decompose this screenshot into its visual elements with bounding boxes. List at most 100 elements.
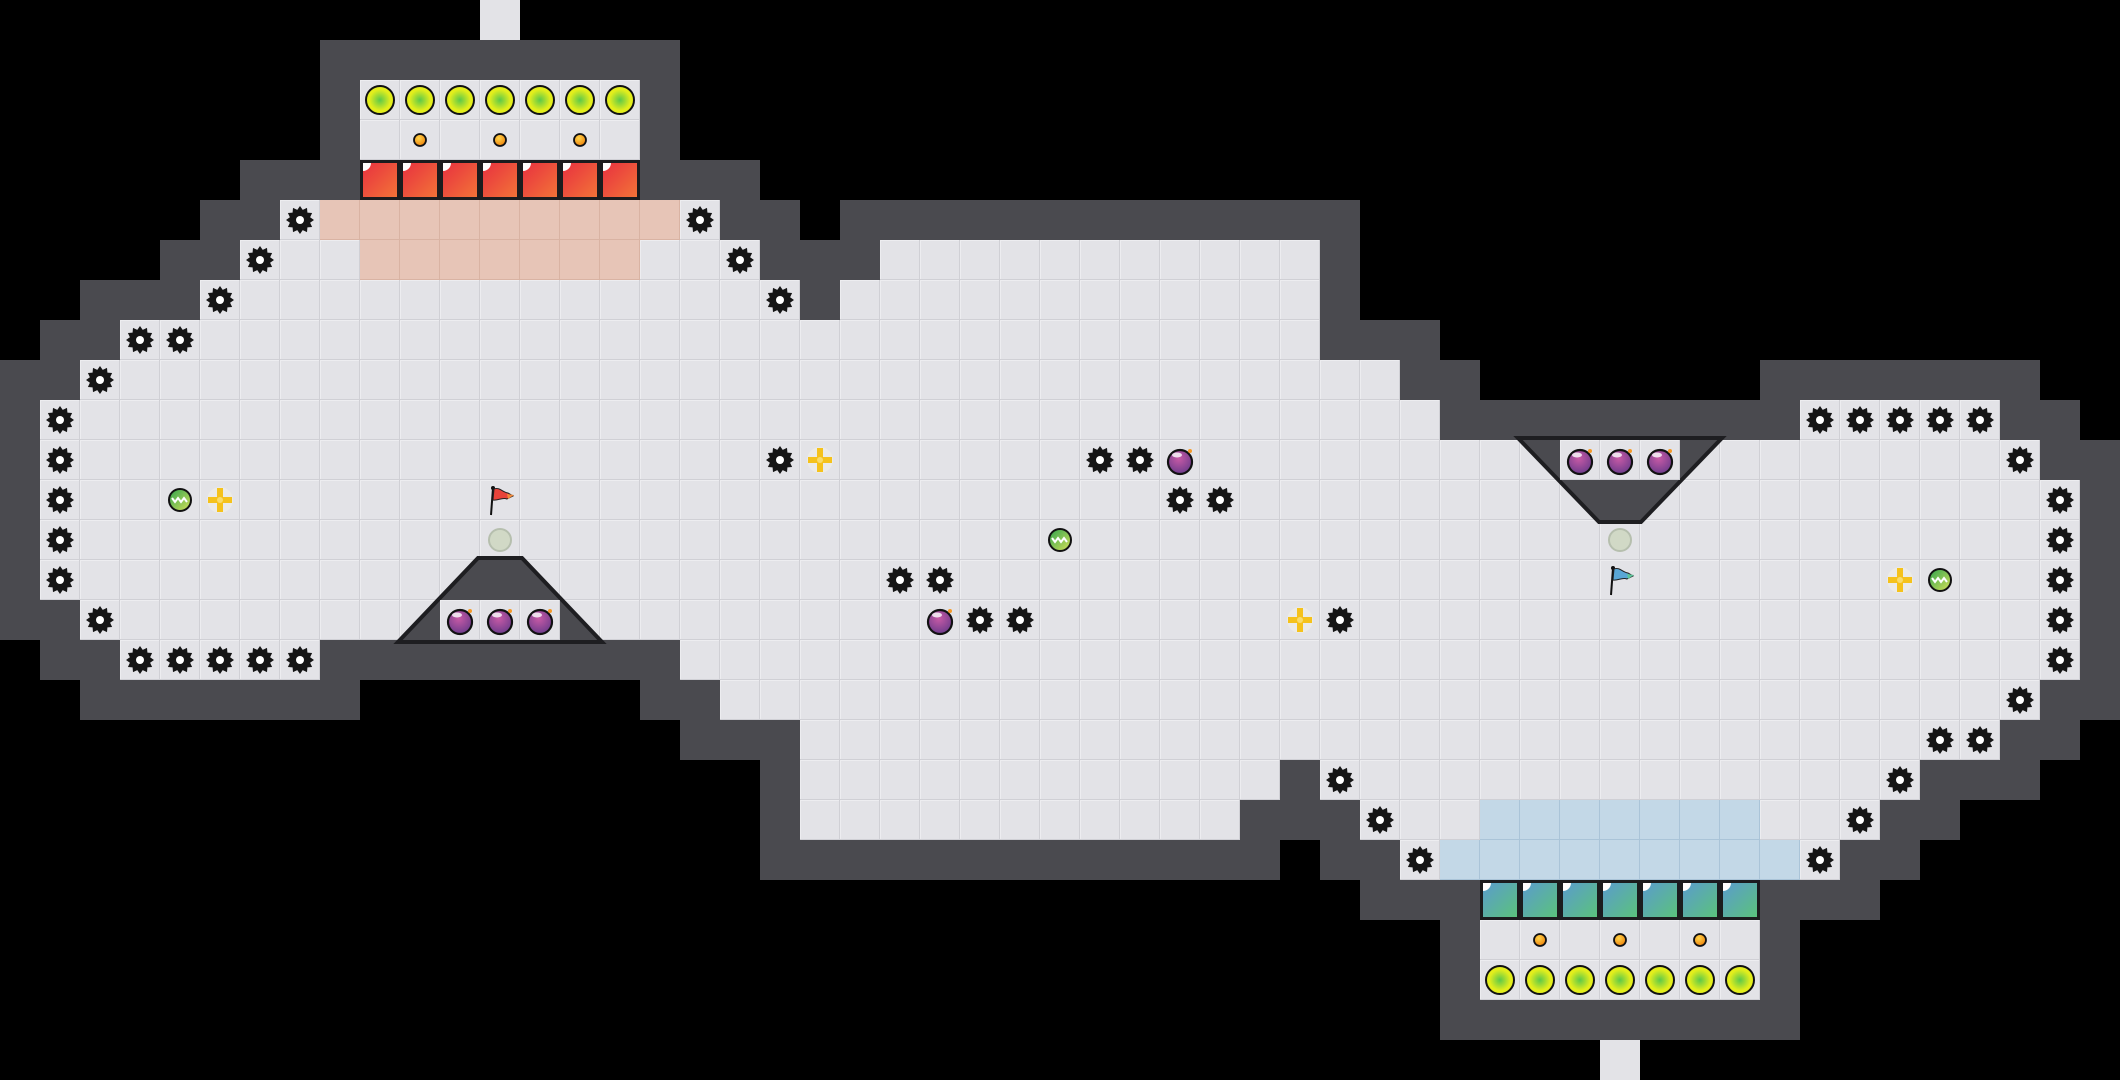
floor-tile (1960, 680, 2000, 720)
floor-tile (1160, 600, 1200, 640)
floor-tile (1960, 560, 2000, 600)
lime-orb (360, 80, 400, 120)
wall-tile (120, 280, 160, 320)
floor-tile (240, 280, 280, 320)
gear-hazard-icon (126, 326, 154, 354)
floor-tile (1600, 480, 1640, 520)
wall-tile (1160, 840, 1200, 880)
wall-tile (1440, 880, 1480, 920)
floor-tile (800, 760, 840, 800)
floor-tile (2000, 520, 2040, 560)
red-block (400, 160, 440, 200)
floor-tile (2000, 600, 2040, 640)
floor-tile (600, 480, 640, 520)
wall-tile (280, 680, 320, 720)
floor-tile (1240, 680, 1280, 720)
wall-tile (840, 240, 880, 280)
red-team-zone-tile (560, 240, 600, 280)
floor-tile (1200, 800, 1240, 840)
floor-tile (400, 320, 440, 360)
gear-hazard-icon (246, 646, 274, 674)
wall-tile (1480, 1000, 1520, 1040)
floor-tile (1720, 440, 1760, 480)
floor-tile (1440, 600, 1480, 640)
gear-hazard-icon (1326, 766, 1354, 794)
floor-tile (240, 320, 280, 360)
blue-team-zone-tile (1680, 800, 1720, 840)
lime-orb (1640, 960, 1680, 1000)
floor-tile (1320, 360, 1360, 400)
gear-hazard (40, 480, 80, 520)
wall-tile (360, 640, 400, 680)
floor-tile (680, 320, 720, 360)
floor-tile (1280, 560, 1320, 600)
gear-hazard (2040, 520, 2080, 560)
wall-tile (1440, 400, 1480, 440)
floor-tile (1720, 640, 1760, 680)
floor-tile (280, 440, 320, 480)
wall-tile (1240, 200, 1280, 240)
floor-tile (560, 440, 600, 480)
floor-tile (1080, 600, 1120, 640)
gear-hazard (40, 440, 80, 480)
floor-tile (760, 320, 800, 360)
floor-tile (680, 440, 720, 480)
gear-hazard-icon (1406, 846, 1434, 874)
floor-tile (1640, 480, 1680, 520)
red-team-zone-tile (560, 200, 600, 240)
wall-tile (2000, 400, 2040, 440)
floor-tile (560, 520, 600, 560)
wall-tile (200, 200, 240, 240)
alcove-bomb (1640, 440, 1680, 480)
floor-tile (1080, 520, 1120, 560)
wall-tile (680, 720, 720, 760)
wall-tile (1200, 840, 1240, 880)
red-flag (480, 480, 520, 520)
floor-tile (1480, 920, 1520, 960)
gear-hazard-icon (766, 286, 794, 314)
floor-tile (1800, 560, 1840, 600)
floor-tile (1400, 760, 1440, 800)
floor-tile (1000, 480, 1040, 520)
wall-tile (720, 720, 760, 760)
wall-tile (840, 840, 880, 880)
wall-tile (200, 680, 240, 720)
floor-tile (1600, 600, 1640, 640)
gear-hazard (1320, 760, 1360, 800)
wall-tile (960, 200, 1000, 240)
alcove-bomb (1560, 440, 1600, 480)
lime-orb-icon (1565, 965, 1595, 995)
floor-tile (800, 400, 840, 440)
blue-flag-icon (1610, 566, 1635, 596)
floor-tile (680, 360, 720, 400)
wall-tile (80, 640, 120, 680)
floor-tile (1200, 240, 1240, 280)
gear-hazard-icon (2046, 486, 2074, 514)
floor-tile (1200, 720, 1240, 760)
floor-tile (280, 560, 320, 600)
floor-tile (1120, 640, 1160, 680)
floor-tile (640, 560, 680, 600)
gear-hazard (2000, 680, 2040, 720)
wall-tile (1720, 1000, 1760, 1040)
coin-icon (1613, 933, 1627, 947)
red-team-zone-tile (400, 200, 440, 240)
floor-tile (1040, 400, 1080, 440)
floor-tile (560, 560, 600, 600)
floor-tile (1680, 680, 1720, 720)
lime-orb-icon (605, 85, 635, 115)
floor-tile (1640, 920, 1680, 960)
floor-tile (1920, 520, 1960, 560)
floor-tile (840, 560, 880, 600)
floor-tile (1560, 560, 1600, 600)
floor-tile (1680, 600, 1720, 640)
wall-tile (640, 160, 680, 200)
floor-tile (360, 560, 400, 600)
wall-tile (1280, 800, 1320, 840)
floor-tile (1080, 320, 1120, 360)
floor-tile (960, 800, 1000, 840)
teal-block (1600, 880, 1640, 920)
floor-tile (480, 440, 520, 480)
floor-tile (1200, 280, 1240, 320)
